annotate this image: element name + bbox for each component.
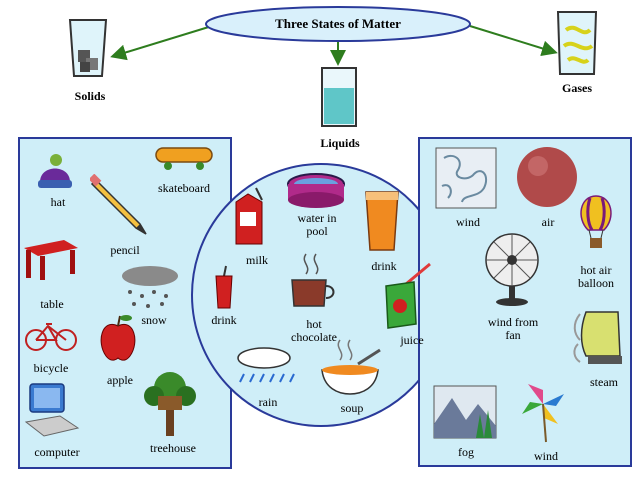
- liquid-label-hot-chocolate: hot chocolate: [291, 317, 337, 344]
- orange-drink-icon: [365, 191, 399, 251]
- table-icon: [24, 240, 78, 280]
- steam-iron-icon: [573, 311, 622, 364]
- juice-box-icon: [385, 262, 431, 329]
- fan-icon: [485, 233, 539, 306]
- rain-cloud-icon: [237, 347, 295, 383]
- liquid-label-juice: juice: [400, 333, 424, 347]
- liquid-label-drink: drink: [211, 313, 237, 327]
- gas-label-air: air: [541, 215, 555, 229]
- liquids-label: Liquids: [320, 136, 360, 150]
- solids-label: Solids: [74, 89, 106, 103]
- pencil-icon: [90, 174, 147, 235]
- solid-label-table: table: [40, 297, 64, 311]
- gas-label-fog: fog: [458, 445, 474, 459]
- gases-beaker-icon: [556, 11, 598, 75]
- treehouse-icon: [144, 372, 196, 436]
- solid-label-snow: snow: [141, 313, 167, 327]
- gas-label-wind-2: wind: [534, 449, 558, 463]
- soda-cup-icon: [215, 265, 233, 309]
- gas-label-steam: steam: [590, 375, 618, 389]
- solid-label-treehouse: treehouse: [150, 441, 196, 455]
- liquid-label-drink-top: drink: [371, 259, 397, 273]
- gases-label: Gases: [562, 81, 592, 95]
- liquid-label-milk: milk: [245, 253, 268, 267]
- gas-label-hot-air-balloon: hot air balloon: [578, 263, 614, 290]
- arrow-to-solids: [110, 25, 213, 61]
- concept-map-connectors: [110, 6, 558, 66]
- arrow-to-gases: [469, 25, 558, 57]
- milk-carton-icon: [235, 187, 263, 245]
- air-ball-icon: [517, 147, 577, 207]
- skateboard-icon: [155, 147, 213, 170]
- hot-chocolate-icon: [291, 253, 335, 307]
- apple-icon: [100, 315, 136, 361]
- solid-label-hat: hat: [50, 195, 66, 209]
- liquids-beaker-icon: [321, 67, 357, 127]
- bicycle-icon: [25, 323, 77, 351]
- liquid-label-pool: water in pool: [297, 211, 337, 238]
- hat-icon: [38, 154, 72, 188]
- solid-label-apple: apple: [107, 373, 133, 387]
- solid-label-computer: computer: [34, 445, 80, 459]
- gas-label-wind-from-fan: wind from fan: [487, 315, 539, 342]
- gas-label-wind-1: wind: [456, 215, 480, 229]
- liquid-label-soup: soup: [340, 401, 364, 415]
- liquid-label-rain: rain: [258, 395, 278, 409]
- fog-landscape-icon: [433, 385, 497, 439]
- solid-label-skateboard: skateboard: [158, 181, 210, 195]
- wind-map-icon: [435, 147, 497, 209]
- solid-label-bicycle: bicycle: [33, 361, 69, 375]
- solids-beaker-icon: [68, 19, 108, 77]
- computer-icon: [24, 383, 80, 437]
- solid-label-pencil: pencil: [110, 243, 140, 257]
- pinwheel-icon: [522, 384, 564, 443]
- pool-icon: [287, 173, 345, 208]
- hot-air-balloon-icon: [580, 195, 612, 248]
- title-ellipse: [205, 6, 471, 42]
- soup-bowl-icon: [321, 339, 381, 395]
- snow-cloud-icon: [122, 266, 178, 308]
- diagram-title: Three States of Matter: [275, 16, 401, 31]
